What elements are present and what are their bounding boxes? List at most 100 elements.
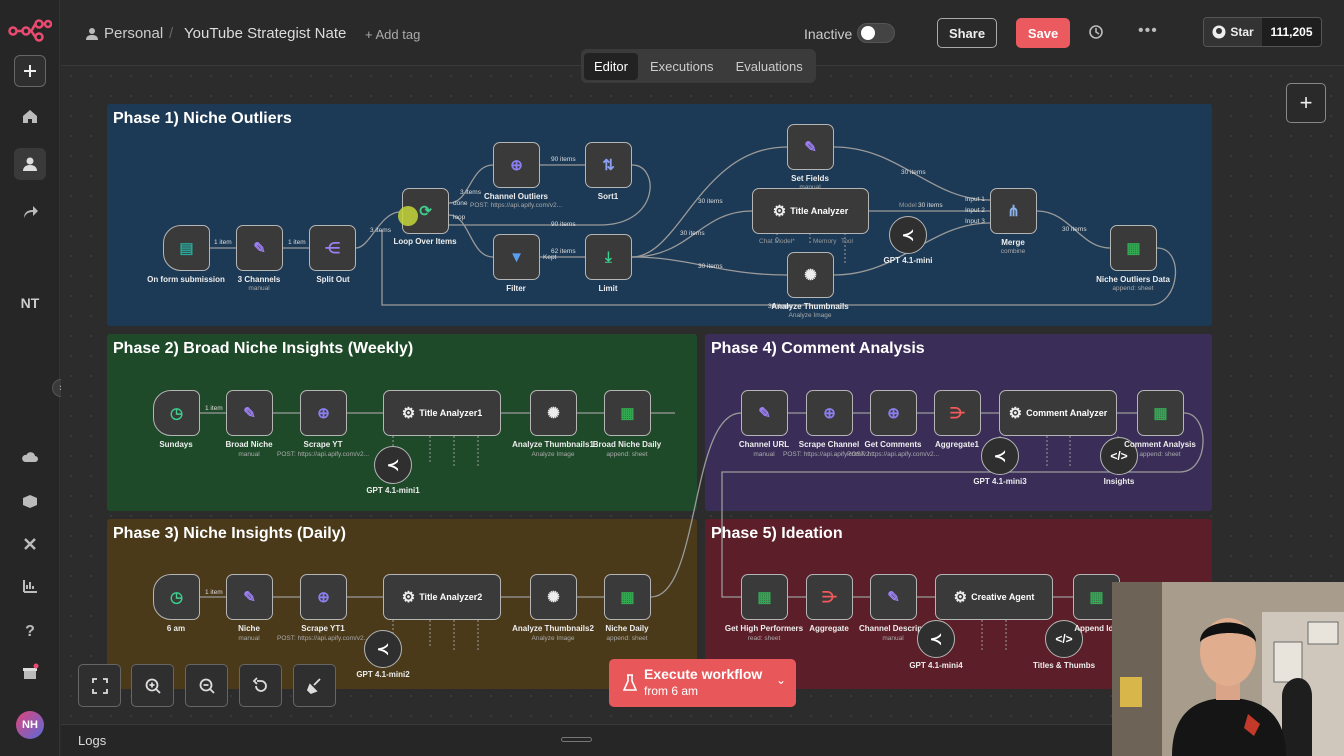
filter-icon: ▼: [509, 248, 524, 266]
whats-new-button[interactable]: [14, 656, 46, 688]
node-niche[interactable]: ✎: [226, 574, 273, 620]
resize-handle[interactable]: [561, 737, 592, 742]
node-aggregate[interactable]: ⋺: [806, 574, 853, 620]
node-merge[interactable]: ⋔: [990, 188, 1037, 234]
help-button[interactable]: ?: [14, 614, 46, 646]
node-subtitle: Analyze Image: [531, 635, 575, 642]
node-broad-niche-daily[interactable]: ▦: [604, 390, 651, 436]
node-get-comments[interactable]: ⊕: [870, 390, 917, 436]
zoom-out-button[interactable]: [185, 664, 228, 707]
node-niche-daily[interactable]: ▦: [604, 574, 651, 620]
execute-workflow-button[interactable]: Execute workflow from 6 am ⌄: [609, 659, 796, 707]
node-gpt-4-1-mini1[interactable]: ≺: [374, 446, 412, 484]
google-sheets-icon: ▦: [1089, 589, 1104, 606]
node-title-analyzer[interactable]: ⚙Title Analyzer: [752, 188, 869, 234]
node-scrape-channel[interactable]: ⊕: [806, 390, 853, 436]
node-channel-description[interactable]: ✎: [870, 574, 917, 620]
node-title-analyzer1[interactable]: ⚙Title Analyzer1: [383, 390, 501, 436]
node-subtitle: Analyze Image: [788, 312, 832, 319]
reset-zoom-button[interactable]: [239, 664, 282, 707]
tab-editor[interactable]: Editor: [584, 52, 638, 80]
node-channel-url[interactable]: ✎: [741, 390, 788, 436]
edge-label: Kept: [543, 254, 557, 261]
node-broad-niche[interactable]: ✎: [226, 390, 273, 436]
home-button[interactable]: [14, 100, 46, 132]
google-sheets-icon: ▦: [1153, 405, 1168, 422]
n8n-logo-icon[interactable]: [8, 16, 52, 42]
add-tag-link[interactable]: + Add tag: [365, 27, 421, 42]
node-comment-analyzer[interactable]: ⚙Comment Analyzer: [999, 390, 1117, 436]
clock-icon: ◷: [169, 589, 184, 606]
node-form-trigger[interactable]: ▤: [163, 225, 210, 271]
node-scrape-yt1[interactable]: ⊕: [300, 574, 347, 620]
node-label: Aggregate: [809, 624, 849, 633]
node-scrape-yt[interactable]: ⊕: [300, 390, 347, 436]
sticky-phase-1[interactable]: Phase 1) Niche Outliers: [107, 104, 1212, 326]
home-icon: [23, 110, 37, 123]
node-analyze-thumbnails1[interactable]: ✺: [530, 390, 577, 436]
node-niche-outliers-data[interactable]: ▦: [1110, 225, 1157, 271]
node-set-fields[interactable]: ✎: [787, 124, 834, 170]
more-options-icon[interactable]: •••: [1138, 22, 1158, 39]
tab-executions[interactable]: Executions: [649, 58, 714, 74]
avatar[interactable]: NH: [16, 711, 44, 739]
fit-view-button[interactable]: [78, 664, 121, 707]
node-limit[interactable]: ⤓: [585, 234, 632, 280]
node-get-high-performers[interactable]: ▦: [741, 574, 788, 620]
workflow-name[interactable]: YouTube Strategist Nate: [184, 25, 347, 42]
personal-button[interactable]: [14, 148, 46, 180]
tab-evaluations[interactable]: Evaluations: [735, 58, 803, 74]
sub-port-label: Chat Model*: [759, 238, 795, 245]
node-analyze-thumbnails2[interactable]: ✺: [530, 574, 577, 620]
node-schedule-6am[interactable]: ◷: [153, 574, 200, 620]
active-toggle[interactable]: [857, 23, 895, 43]
share-button[interactable]: Share: [937, 18, 997, 48]
variables-button[interactable]: [14, 528, 46, 560]
node-analyze-thumbnails[interactable]: ✺: [787, 252, 834, 298]
node-title: Creative Agent: [971, 592, 1035, 602]
openrouter-icon: ≺: [376, 641, 390, 658]
node-titles-thumbs-parser[interactable]: </>: [1045, 620, 1083, 658]
node-3-channels[interactable]: ✎: [236, 225, 283, 271]
github-star-button[interactable]: Star 111,205: [1203, 17, 1322, 47]
save-button[interactable]: Save: [1016, 18, 1070, 48]
node-title-analyzer2[interactable]: ⚙Title Analyzer2: [383, 574, 501, 620]
node-subtitle: append: sheet: [606, 451, 648, 458]
shared-button[interactable]: [14, 196, 46, 228]
insights-button[interactable]: [14, 570, 46, 602]
node-gpt-4-1-mini4[interactable]: ≺: [917, 620, 955, 658]
chevron-down-icon[interactable]: ⌄: [775, 673, 786, 687]
openrouter-icon: ≺: [901, 227, 915, 244]
create-button[interactable]: [14, 55, 46, 87]
node-gpt-4-1-mini2[interactable]: ≺: [364, 630, 402, 668]
cloud-button[interactable]: [14, 441, 46, 473]
merge-input-label: Input 2: [965, 207, 985, 214]
sort-icon: ⇅: [602, 157, 615, 174]
edge-label: 1 item: [288, 239, 306, 246]
add-node-button[interactable]: +: [1286, 83, 1326, 123]
templates-button[interactable]: [14, 485, 46, 517]
node-gpt-4-1-mini[interactable]: ≺: [889, 216, 927, 254]
fullscreen-icon: [91, 677, 108, 694]
node-channel-outliers[interactable]: ⊕: [493, 142, 540, 188]
node-sort1[interactable]: ⇅: [585, 142, 632, 188]
node-schedule-sundays[interactable]: ◷: [153, 390, 200, 436]
node-gpt-4-1-mini3[interactable]: ≺: [981, 437, 1019, 475]
tidy-up-button[interactable]: [293, 664, 336, 707]
openai-icon: ✺: [804, 267, 817, 284]
node-comment-analysis[interactable]: ▦: [1137, 390, 1184, 436]
node-subtitle: POST: https://api.apify.com/v2...: [470, 202, 562, 209]
node-label: Append Ide: [1074, 624, 1118, 633]
node-label: On form submission: [147, 275, 225, 284]
project-breadcrumb[interactable]: Personal: [86, 25, 163, 42]
node-aggregate1[interactable]: ⋺: [934, 390, 981, 436]
history-icon[interactable]: [1088, 24, 1104, 40]
node-insights-parser[interactable]: </>: [1100, 437, 1138, 475]
edge-label: 90 items: [551, 156, 576, 163]
node-split-out[interactable]: ⋲: [309, 225, 356, 271]
project-initials[interactable]: NT: [20, 295, 40, 311]
node-filter[interactable]: ▼: [493, 234, 540, 280]
edge-label: 62 items: [551, 248, 576, 255]
node-creative-agent[interactable]: ⚙Creative Agent: [935, 574, 1053, 620]
zoom-in-button[interactable]: [131, 664, 174, 707]
